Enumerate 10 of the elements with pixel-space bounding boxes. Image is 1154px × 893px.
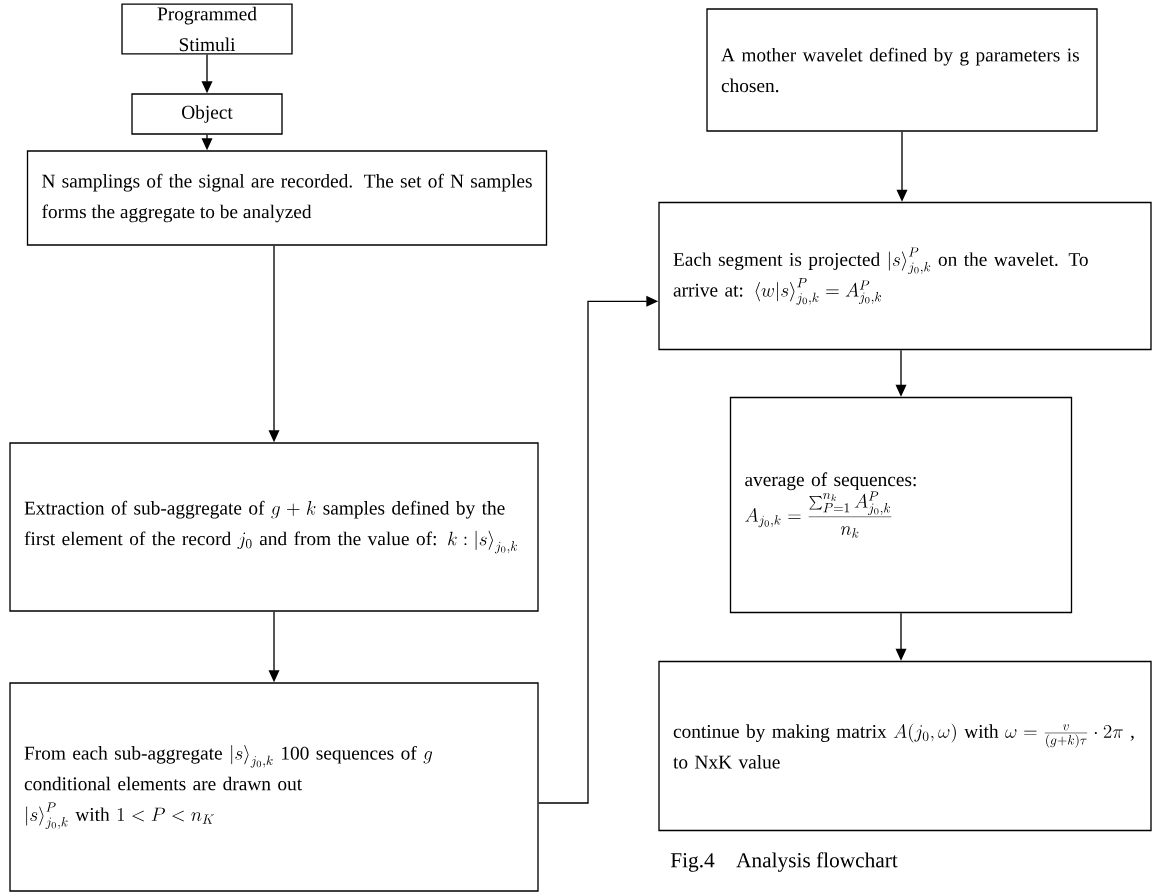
process-box: Extraction of sub-aggregate of $g + k$ samples defined by the first element of the record $j_0$ and from the value of: $k : \left| s \right\rangle_{j_0,k}$	[9, 442, 539, 612]
process-box: N samplings of the signal are recorded. The set of N samples forms the aggregate to be analyzed	[26, 150, 548, 246]
process-box: continue by making matrix $A(j_0,\omega)$ with $\omega = \frac{v}{(g+k)\tau}\cdot 2\pi$ , to NxK value	[658, 660, 1152, 832]
process-box: From each sub-aggregate $\left| s \right\rangle_{j_0,k}$ 100 sequences of $g$ conditional elements are drawn out $\left| s \right\rangle^{P}_{j_0,k}$ with $1 < P < n_K$	[9, 682, 539, 892]
caption: Fig.4 Analysis flowchart	[670, 852, 898, 872]
process-box: A mother wavelet defined by g parameters is chosen.	[706, 8, 1098, 132]
process-box: average of sequences: $A_{j_0,k} = \frac{\sum_{P=1}^{n_k} A^{P}_{j_0,k}}{n_k}$	[729, 396, 1073, 614]
process-box: Each segment is projected $\left| s \right\rangle^{P}_{j_0,k}$ on the wavelet. To arrive at: $\left\langle w \middle| s \right\rangle^{P}_{j_0,k} = A^{P}_{j_0,k}$	[658, 201, 1152, 351]
process-box: Programmed Stimuli	[121, 3, 293, 55]
process-box: Object	[131, 93, 283, 135]
